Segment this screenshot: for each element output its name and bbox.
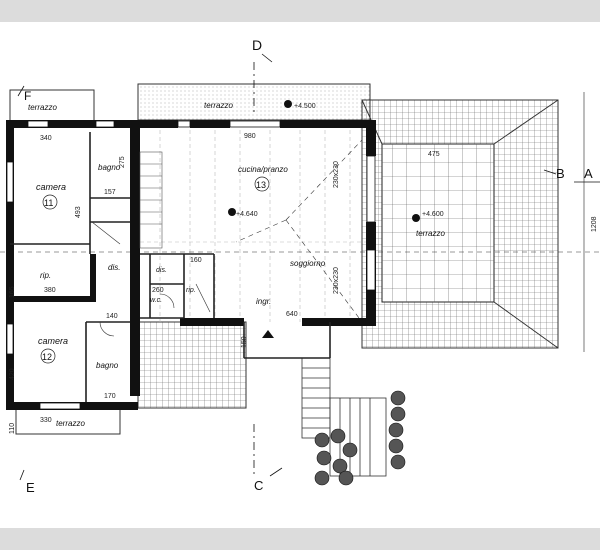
section-lines	[17, 53, 600, 481]
roof-edge-dashes	[0, 139, 600, 323]
room-number-13: 13	[256, 180, 266, 190]
room-ingr-label: ingr.	[256, 297, 271, 306]
dim-160: 160	[190, 257, 202, 264]
dim-420: 420	[9, 368, 16, 380]
level-marker-icon	[228, 100, 420, 338]
dim-170: 170	[104, 393, 116, 400]
section-label-c: C	[254, 478, 263, 493]
room-bagno-2-label: bagno	[96, 361, 119, 370]
dim-640: 640	[286, 311, 298, 318]
level-n-terrace: +4.500	[294, 103, 316, 110]
stairs-south	[301, 357, 387, 477]
room-number-12: 12	[42, 352, 52, 362]
dim-230-a: 230x230	[333, 161, 340, 188]
door-swings	[91, 221, 211, 337]
dim-230-b: 230x230	[333, 267, 340, 294]
room-camera-11-label: camera	[36, 182, 66, 192]
terrace-n-label: terrazzo	[204, 101, 233, 110]
room-number-circle	[40, 348, 56, 364]
dim-165: 165	[9, 286, 16, 298]
drawing-sheet: D F B A C E terrazzo terrazzo terrazzo t…	[0, 22, 600, 528]
dim-260: 260	[152, 287, 164, 294]
partitions	[10, 132, 331, 402]
section-label-e: E	[26, 480, 35, 495]
room-number-11: 11	[44, 198, 53, 208]
room-soggiorno-label: soggiorno	[290, 259, 326, 268]
terrace-east-grid	[382, 144, 494, 302]
room-rip-1-label: rip.	[40, 271, 51, 280]
dim-330: 330	[40, 417, 52, 424]
room-wc-label: w.c.	[150, 297, 162, 304]
room-cucina-label: cucina/pranzo	[238, 165, 288, 174]
dim-157: 157	[104, 189, 116, 196]
roof-hip-line	[493, 301, 559, 349]
dim-275: 275	[119, 156, 126, 168]
dim-110: 110	[9, 423, 16, 434]
window-openings	[6, 120, 376, 410]
section-label-d: D	[252, 37, 262, 53]
terrace-nw-label: terrazzo	[28, 103, 57, 112]
room-dis-1-label: dis.	[108, 263, 120, 272]
roof-hip-line	[493, 99, 559, 145]
terrace-s-label: terrazzo	[56, 419, 85, 428]
level-interior: +4.640	[236, 211, 258, 218]
dim-150: 150	[241, 336, 248, 348]
level-e-terrace: +4.600	[422, 211, 444, 218]
room-number-circle	[42, 194, 58, 210]
dim-1208: 1208	[591, 216, 598, 232]
stairs-interior	[139, 151, 163, 249]
floor-grid	[140, 130, 370, 322]
room-number-circle	[254, 176, 270, 192]
dim-475: 475	[428, 151, 440, 158]
porch-hatch	[137, 321, 247, 409]
dim-140: 140	[106, 313, 118, 320]
terrace-e-label: terrazzo	[416, 229, 445, 238]
dim-380: 380	[44, 287, 56, 294]
room-camera-12-label: camera	[38, 336, 68, 346]
section-label-a: A	[584, 166, 593, 181]
room-dis-2-label: dis.	[156, 267, 167, 274]
room-rip-2-label: rip.	[186, 287, 196, 294]
dim-980: 980	[244, 133, 256, 140]
room-bagno-1-label: bagno	[98, 163, 121, 172]
section-label-f: F	[24, 89, 31, 103]
section-label-b: B	[556, 166, 565, 181]
floor-plan: D F B A C E terrazzo terrazzo terrazzo t…	[0, 37, 600, 495]
dim-493: 493	[75, 206, 82, 218]
trees	[314, 390, 406, 486]
dim-340: 340	[40, 135, 52, 142]
